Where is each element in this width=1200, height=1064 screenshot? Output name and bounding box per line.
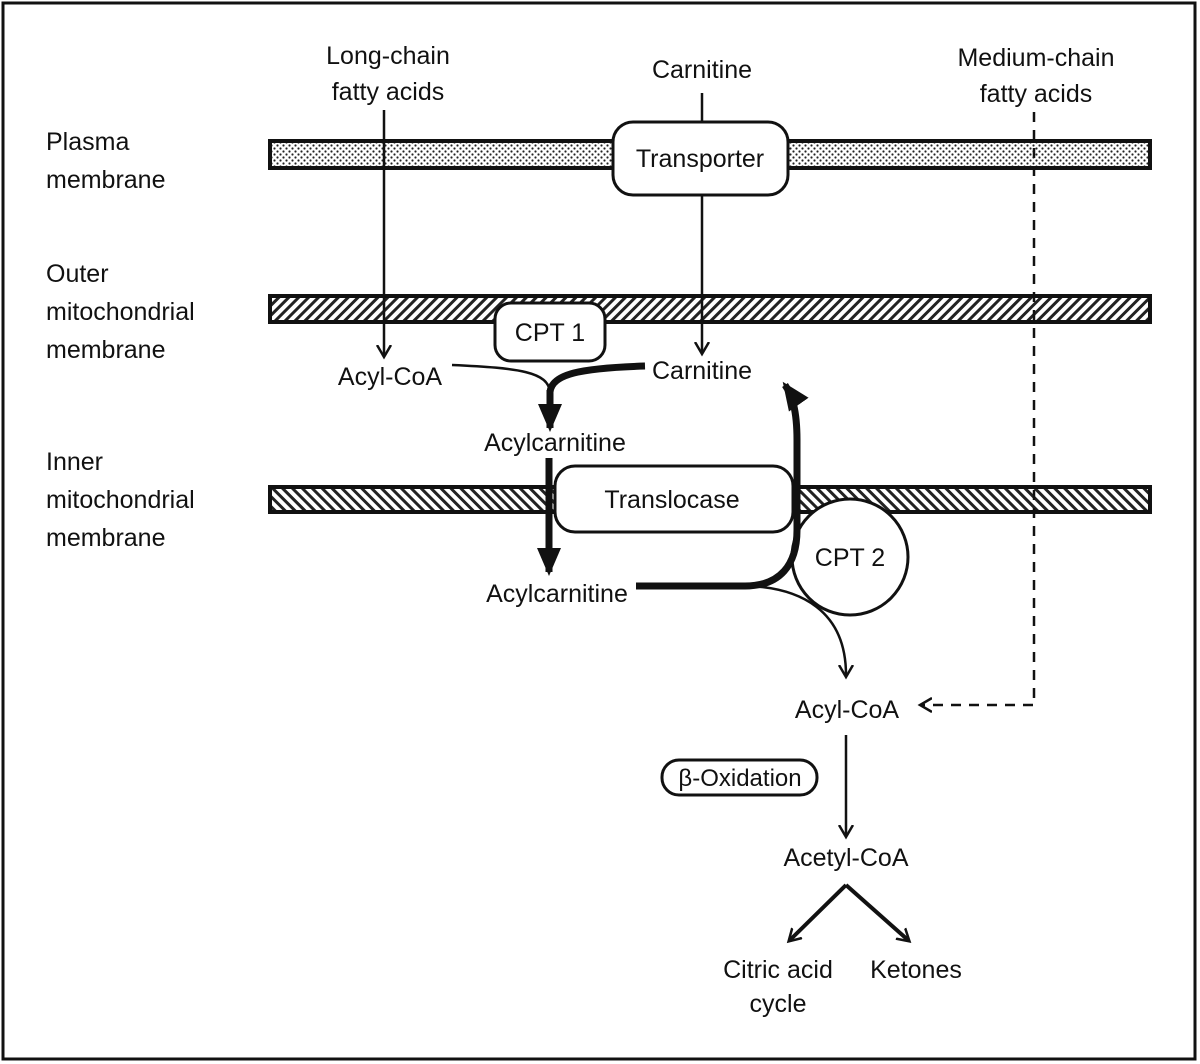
translocase-box xyxy=(553,464,795,534)
transporter-label: Transporter xyxy=(636,145,764,173)
acyl-coa-to-cpt1-curve xyxy=(451,363,552,393)
translocase-label: Translocase xyxy=(604,486,739,514)
beta-oxidation-label: β-Oxidation xyxy=(678,765,801,792)
inner-membrane-label-1: Inner xyxy=(46,448,103,476)
acylcarnitine-ims: Acylcarnitine xyxy=(484,429,626,457)
outer-mitochondrial-membrane xyxy=(268,294,1152,324)
inner-membrane-label-3: membrane xyxy=(46,524,166,552)
ketones-label: Ketones xyxy=(870,956,962,984)
medium-chain-label-1: Medium-chain xyxy=(957,44,1114,72)
carnitine-return-arrow xyxy=(636,381,809,590)
to-citric-acid-arrow xyxy=(790,883,848,940)
plasma-membrane-label-1: Plasma xyxy=(46,128,129,156)
acylcarnitine-matrix: Acylcarnitine xyxy=(486,580,628,608)
medium-chain-label-2: fatty acids xyxy=(980,80,1093,108)
long-chain-label-1: Long-chain xyxy=(326,42,450,70)
acetyl-coa: Acetyl-CoA xyxy=(783,844,908,872)
carnitine-ims: Carnitine xyxy=(652,357,752,385)
medium-chain-dashed-arrow xyxy=(922,112,1036,705)
cpt1-box xyxy=(493,301,607,363)
beta-oxidation-box xyxy=(660,758,819,797)
to-ketones-arrow xyxy=(844,883,908,940)
citric-acid-label-2: cycle xyxy=(750,990,807,1018)
outer-membrane-label-2: mitochondrial xyxy=(46,298,195,326)
carnitine-to-cpt1-curve xyxy=(546,362,646,393)
cpt2-label: CPT 2 xyxy=(815,544,885,572)
citric-acid-label-1: Citric acid xyxy=(723,956,833,984)
cpt2-to-acyl-coa-arrow xyxy=(747,584,846,675)
outer-membrane-label-1: Outer xyxy=(46,260,109,288)
long-chain-label-2: fatty acids xyxy=(332,78,445,106)
acyl-coa-cytosol: Acyl-CoA xyxy=(338,363,443,391)
carnitine-top-label: Carnitine xyxy=(652,56,752,84)
plasma-membrane-label-2: membrane xyxy=(46,166,166,194)
outer-membrane-label-3: membrane xyxy=(46,336,166,364)
inner-membrane-label-2: mitochondrial xyxy=(46,486,195,514)
transporter-box xyxy=(611,120,790,197)
cpt1-label: CPT 1 xyxy=(515,319,585,347)
acyl-coa-matrix: Acyl-CoA xyxy=(795,696,900,724)
